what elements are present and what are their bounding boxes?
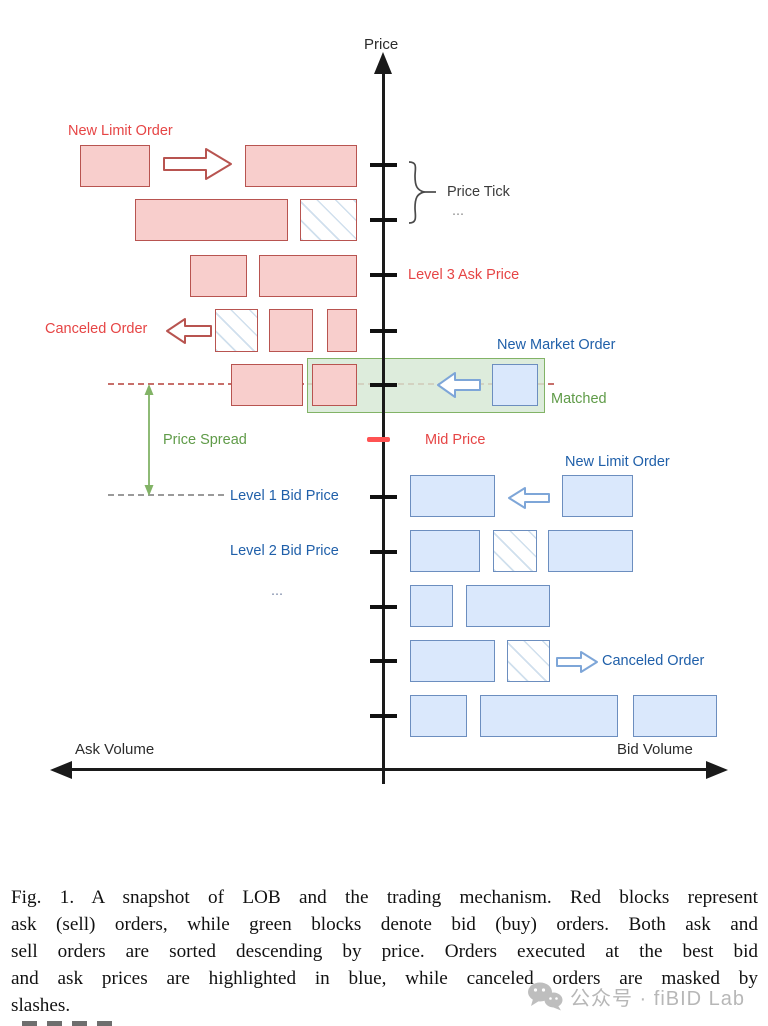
price-spread-label: Price Spread [163,432,247,448]
price-tick-ellipsis: ... [452,203,465,219]
price-axis-tick [370,659,397,663]
ask-canceled-arrow-icon [166,318,212,344]
price-tick-brace-icon [408,161,436,224]
bid-order-block [562,475,633,517]
mid-price-tick [367,437,390,442]
watermark-text: 公众号 · fiBID Lab [570,987,746,1010]
canceled-ask-order-block [300,199,357,241]
price-axis-tick [370,273,397,277]
price-axis-tick [370,550,397,554]
caption-line: and ask prices are highlighted in blue, … [11,968,758,989]
price-spread-arrow-icon [144,384,154,496]
ask-order-block [312,364,357,406]
bid-order-block [548,530,633,572]
new-market-order-label: New Market Order [497,337,616,353]
bid-new-limit-arrow-icon [508,487,550,509]
canceled-ask-order-block [215,309,258,352]
bid-order-block [410,695,467,737]
watermark: 公众号 · fiBID Lab [527,981,745,1011]
bid-levels-ellipsis: ... [271,583,284,599]
wechat-icon [528,982,563,1011]
ask-order-block [190,255,247,297]
ask-order-block [269,309,313,352]
mid-price-label: Mid Price [425,432,486,448]
new-limit-order-bid-label: New Limit Order [565,454,670,470]
ask-order-block [259,255,357,297]
price-axis-line [382,58,386,784]
ask-volume-arrowhead-icon [50,761,72,779]
canceled-order-bid-label: Canceled Order [602,653,705,669]
price-axis-tick [370,218,397,222]
ask-new-limit-arrow-icon [163,148,232,180]
price-axis-tick [370,383,397,387]
ask-order-block [245,145,357,187]
bid-volume-label: Bid Volume [617,741,693,758]
volume-axis-line [56,768,714,772]
caption-line: ask (sell) orders, while green blocks de… [11,914,758,935]
ask-order-block [80,145,150,187]
ask-volume-label: Ask Volume [75,741,155,758]
figure-caption: Fig. 1. A snapshot of LOB and the tradin… [11,884,758,1019]
bid-order-block [410,585,453,627]
bid-order-block [466,585,550,627]
bid-order-block [410,640,495,682]
matched-label: Matched [551,391,607,407]
price-tick-label: Price Tick [447,184,510,200]
level2-bid-price-label: Level 2 Bid Price [230,543,339,559]
ask-order-block [231,364,303,406]
new-limit-order-ask-label: New Limit Order [68,123,173,139]
level3-ask-price-label: Level 3 Ask Price [408,267,520,283]
caption-line: sell orders are sorted descending by pri… [11,941,758,962]
caption-line: slashes. [11,995,71,1016]
bid-volume-arrowhead-icon [706,761,728,779]
price-axis-tick [370,329,397,333]
level1-bid-price-label: Level 1 Bid Price [230,488,339,504]
ask-order-block [135,199,288,241]
market-order-block [492,364,538,406]
price-axis-tick [370,495,397,499]
price-axis-tick [370,605,397,609]
caption-line: Fig. 1. A snapshot of LOB and the tradin… [11,887,758,908]
bid-canceled-arrow-icon [556,651,598,673]
canceled-bid-order-block [507,640,550,682]
price-axis-label: Price [364,36,399,53]
price-axis-tick [370,163,397,167]
market-order-arrow-icon [437,372,481,398]
canceled-order-ask-label: Canceled Order [45,321,148,337]
best-bid-dashed-line [108,494,226,496]
bid-order-block [410,475,495,517]
price-axis-arrowhead-icon [374,52,392,74]
price-axis-tick [370,714,397,718]
canceled-bid-order-block [493,530,537,572]
bid-order-block [633,695,717,737]
bid-order-block [410,530,480,572]
cutoff-text-artifact [22,1021,118,1026]
ask-order-block [327,309,357,352]
bid-order-block [480,695,618,737]
